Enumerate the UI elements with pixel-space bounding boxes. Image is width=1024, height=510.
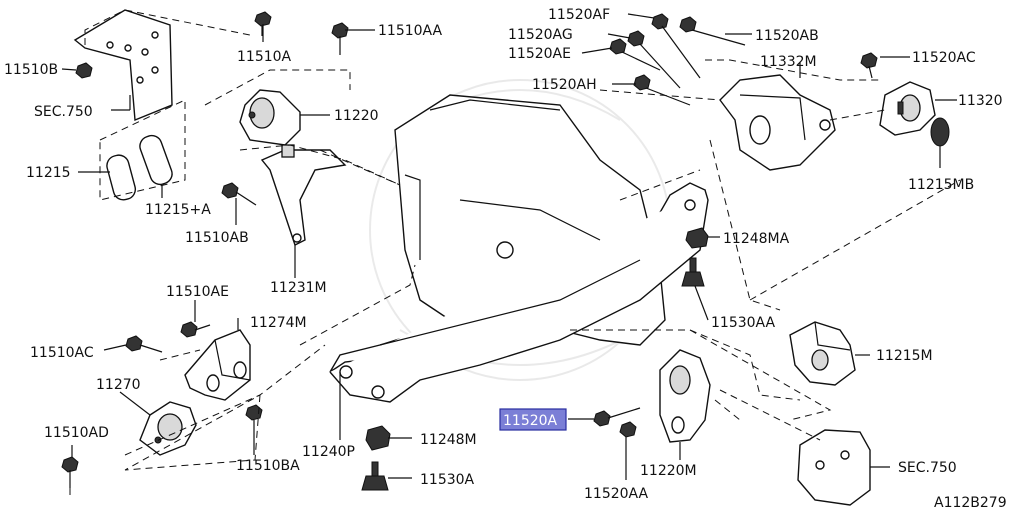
label-11231M[interactable]: 11231M xyxy=(270,280,327,296)
label-11510AC[interactable]: 11510AC xyxy=(30,345,94,361)
label-11215[interactable]: 11215 xyxy=(26,165,71,181)
bolt-11510AE-icon xyxy=(180,321,211,338)
diagram-id: A112B279 xyxy=(934,495,1007,510)
label-11520AE[interactable]: 11520AE xyxy=(508,46,571,62)
label-11510AE[interactable]: 11510AE xyxy=(166,284,229,300)
leader-lines xyxy=(61,13,957,480)
dashed-guide-lines xyxy=(69,9,961,500)
label-11510AA[interactable]: 11510AA xyxy=(378,23,443,39)
label-11270[interactable]: 11270 xyxy=(96,377,141,393)
label-11520AH[interactable]: 11520AH xyxy=(532,77,597,93)
label-11530A[interactable]: 11530A xyxy=(420,472,475,488)
label-11510BA[interactable]: 11510BA xyxy=(236,458,300,474)
bracket-11332M xyxy=(719,74,836,171)
label-11520AB[interactable]: 11520AB xyxy=(755,28,819,44)
mount-11220M xyxy=(659,349,711,443)
bolt-11510AD-icon xyxy=(61,456,79,488)
label-11510A[interactable]: 11510A xyxy=(237,49,292,65)
label-sec750-bottom[interactable]: SEC.750 xyxy=(898,460,957,476)
crossmember-11240P xyxy=(329,182,709,403)
bracket-sec750-bottom xyxy=(797,429,871,506)
bolt-11520AA-icon xyxy=(619,421,637,438)
bolt-11520A-icon xyxy=(593,407,641,427)
bracket-sec750-top xyxy=(73,9,173,122)
label-11520AG[interactable]: 11520AG xyxy=(508,27,573,43)
highlight-11520A-box xyxy=(499,408,567,431)
label-11332M[interactable]: 11332M xyxy=(760,54,817,70)
bolt-11520AC-icon xyxy=(860,52,878,79)
bolt-11530A-icon xyxy=(361,461,389,491)
label-11240P[interactable]: 11240P xyxy=(302,444,355,460)
bolt-11510A-icon xyxy=(254,11,272,42)
label-sec750-top[interactable]: SEC.750 xyxy=(34,104,93,120)
bracket-11231M xyxy=(260,144,347,246)
label-11510AB[interactable]: 11510AB xyxy=(185,230,249,246)
label-11520A-highlighted[interactable]: 11520A xyxy=(503,413,558,429)
label-11220M[interactable]: 11220M xyxy=(640,463,697,479)
pad-11215MB xyxy=(930,117,950,147)
mount-11270 xyxy=(139,401,197,456)
cushion-11215M xyxy=(789,321,856,386)
label-11510B[interactable]: 11510B xyxy=(4,62,58,78)
label-11520AA[interactable]: 11520AA xyxy=(584,486,649,502)
label-11248M[interactable]: 11248M xyxy=(420,432,477,448)
part-labels: 11510B SEC.750 11215 11215+A 11510A 1151… xyxy=(4,7,1007,510)
label-11215M[interactable]: 11215M xyxy=(876,348,933,364)
label-11274M[interactable]: 11274M xyxy=(250,315,307,331)
bolt-11510B-icon xyxy=(75,62,93,79)
bolt-11510AB-icon xyxy=(221,182,257,206)
stopper-11248MA xyxy=(685,227,709,249)
label-11320[interactable]: 11320 xyxy=(958,93,1003,109)
label-11520AC[interactable]: 11520AC xyxy=(912,50,976,66)
mount-11220 xyxy=(239,89,301,146)
mount-11320 xyxy=(879,81,936,136)
stopper-11248M xyxy=(365,425,391,451)
bolt-11510AA-icon xyxy=(331,22,349,55)
bracket-11274M xyxy=(184,329,251,401)
label-11530AA[interactable]: 11530AA xyxy=(711,315,776,331)
label-11520AF[interactable]: 11520AF xyxy=(548,7,610,23)
label-11220[interactable]: 11220 xyxy=(334,108,379,124)
link-11215 xyxy=(106,134,173,201)
label-11215-plus-a[interactable]: 11215+A xyxy=(145,202,211,218)
bolt-11510AC-icon xyxy=(125,335,163,353)
label-11248MA[interactable]: 11248MA xyxy=(723,231,790,247)
nut-11510BA-icon xyxy=(245,404,263,421)
bolt-11530AA-icon xyxy=(681,257,705,287)
label-11215MB[interactable]: 11215MB xyxy=(908,177,974,193)
bolts-11520-group xyxy=(609,13,746,106)
label-11510AD[interactable]: 11510AD xyxy=(44,425,109,441)
